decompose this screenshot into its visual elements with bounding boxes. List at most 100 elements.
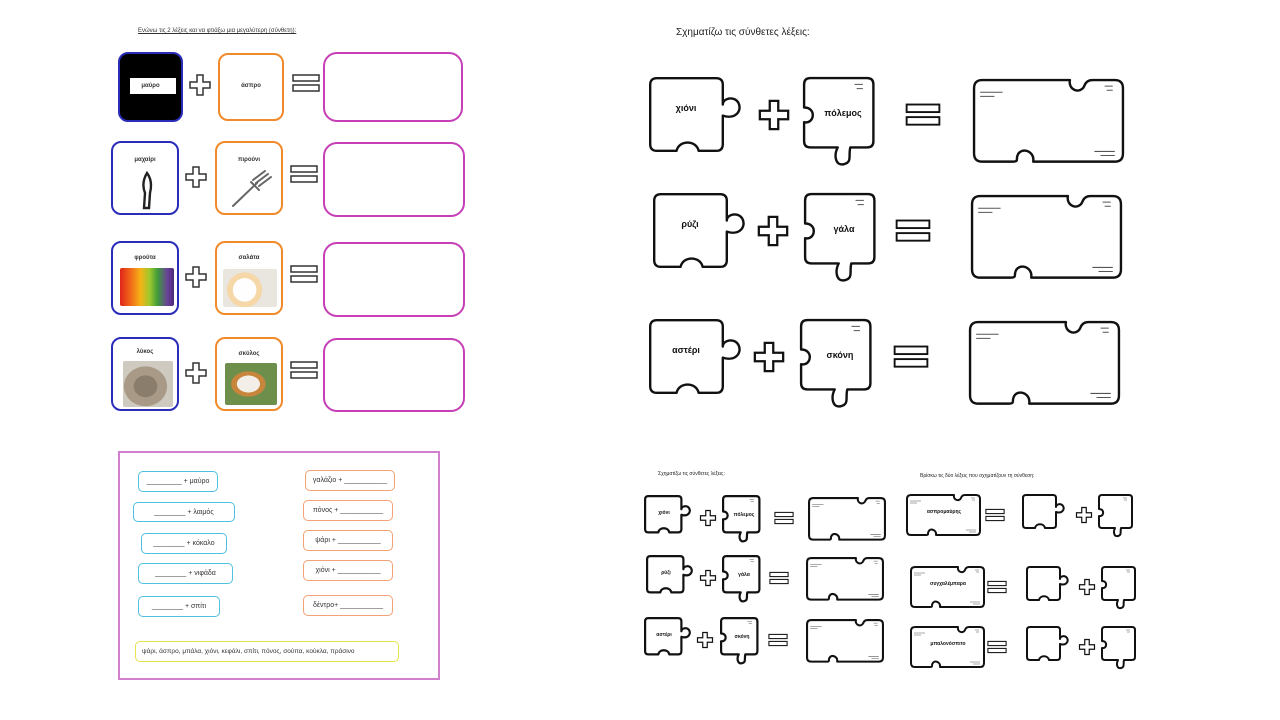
fill-left-5[interactable]: ________ + σπίτι xyxy=(138,596,220,617)
small-puzzle-right-2 xyxy=(722,555,761,603)
plus-icon xyxy=(1078,638,1096,656)
slide4-heading-left: Σχηματίζω τις σύνθετες λέξεις: xyxy=(658,471,725,477)
card-left-1: μαύρο xyxy=(118,52,183,122)
puzzle-right-1 xyxy=(802,76,875,166)
fruit-rainbow-image xyxy=(120,268,174,306)
card-left-4: λύκος xyxy=(111,337,179,411)
puzzle-right-3 xyxy=(799,318,872,408)
equals-icon xyxy=(768,633,788,647)
small-compound-word-3: μπαλονόσπιτο xyxy=(930,641,966,647)
plus-icon xyxy=(185,166,207,188)
fruit-salad-image xyxy=(223,269,277,307)
small-compound-3[interactable] xyxy=(910,626,985,668)
plus-icon xyxy=(758,99,790,131)
plus-icon xyxy=(1075,506,1093,524)
small-puzzle-left-word-2: ρύζι xyxy=(661,570,671,576)
puzzle-left-2 xyxy=(652,192,745,269)
word-bank: ψάρι, άσπρο, μπάλα, χιόνι, κεφάλι, σπίτι… xyxy=(135,641,399,662)
fill-right-4[interactable]: χιόνι + ___________ xyxy=(303,560,393,581)
fill-left-1[interactable]: _________ + μαύρο xyxy=(138,471,218,492)
small-puzzle-left-word-3: αστέρι xyxy=(656,632,672,638)
fill-right-5[interactable]: δέντρο+ ___________ xyxy=(303,595,393,616)
word-right-4: σκύλος xyxy=(238,351,260,357)
small-puzzle-right-3 xyxy=(720,617,759,665)
small-split-right-2 xyxy=(1101,566,1136,610)
small-puzzle-answer-3[interactable] xyxy=(806,619,884,663)
word-left-4: λύκος xyxy=(136,349,154,355)
equals-icon xyxy=(987,580,1007,594)
plus-icon xyxy=(699,569,717,587)
card-right-1: άσπρο xyxy=(218,53,284,121)
slide2-heading: Σχηματίζω τις σύνθετες λέξεις: xyxy=(676,27,810,38)
word-left-2: μαχαίρι xyxy=(134,157,156,163)
small-compound-word-2: συγχαλέμπαρα xyxy=(930,581,966,587)
slide4-heading-right: Βρίσκω τις δύο λέξεις που σχηματίζουν τη… xyxy=(920,473,1035,479)
plus-icon xyxy=(696,631,714,649)
equals-icon xyxy=(290,165,318,183)
slide1-title: Ενώνω τις 2 λέξεις και να φτιάξω μια μεγ… xyxy=(138,28,297,34)
small-puzzle-right-word-3: σκόνη xyxy=(734,634,750,640)
small-compound-1[interactable] xyxy=(906,494,981,536)
fill-right-2[interactable]: πόνος + ___________ xyxy=(303,500,393,521)
small-puzzle-right-word-2: γάλα xyxy=(738,572,750,578)
small-puzzle-right-word-1: πόλεμος xyxy=(733,512,755,518)
fill-left-4[interactable]: ________ + νιφάδα xyxy=(138,563,233,584)
knife-icon xyxy=(142,171,153,210)
small-puzzle-answer-2[interactable] xyxy=(806,557,884,601)
equals-icon xyxy=(292,74,320,92)
plus-icon xyxy=(1078,578,1096,596)
plus-icon xyxy=(699,509,717,527)
answer-box-2[interactable] xyxy=(323,142,465,217)
puzzle-left-word-1: χιόνι xyxy=(675,103,697,113)
word-left-3: φρούτα xyxy=(134,255,156,261)
equals-icon xyxy=(895,219,931,242)
plus-icon xyxy=(757,215,789,247)
small-puzzle-right-1 xyxy=(722,495,761,543)
answer-box-3[interactable] xyxy=(323,242,465,317)
label-box xyxy=(130,78,176,94)
fill-left-3[interactable]: ________ + κόκαλο xyxy=(141,533,227,554)
fill-right-3[interactable]: ψάρι + ___________ xyxy=(303,530,393,551)
small-puzzle-answer-1[interactable] xyxy=(808,497,886,541)
answer-box-1[interactable] xyxy=(323,52,463,122)
word-right-3: σαλάτα xyxy=(238,255,260,261)
small-compound-word-1: ασπρομαύρης xyxy=(926,509,962,515)
equals-icon xyxy=(290,265,318,283)
wolf-image xyxy=(123,361,173,407)
small-puzzle-left-2 xyxy=(646,555,693,594)
small-puzzle-left-3 xyxy=(644,617,691,656)
puzzle-right-2 xyxy=(803,192,876,282)
fork-icon xyxy=(232,170,272,207)
card-left-2: μαχαίρι xyxy=(111,141,179,215)
small-split-right-1 xyxy=(1098,494,1133,538)
slide-3-frame xyxy=(118,451,440,680)
plus-icon xyxy=(189,74,211,96)
equals-icon xyxy=(985,508,1005,522)
equals-icon xyxy=(905,103,941,126)
plus-icon xyxy=(185,266,207,288)
puzzle-left-1 xyxy=(648,76,741,153)
puzzle-right-word-2: γάλα xyxy=(833,224,855,234)
fill-right-1[interactable]: γαλάζιο + ___________ xyxy=(305,470,395,491)
puzzle-answer-2[interactable] xyxy=(970,194,1123,280)
equals-icon xyxy=(290,361,318,379)
small-split-left-3 xyxy=(1026,626,1069,661)
card-left-3: φρούτα xyxy=(111,241,179,315)
puzzle-left-3 xyxy=(648,318,741,395)
plus-icon xyxy=(185,362,207,384)
plus-icon xyxy=(753,341,785,373)
small-puzzle-left-1 xyxy=(644,495,691,534)
dog-image xyxy=(225,363,277,405)
puzzle-answer-3[interactable] xyxy=(968,320,1121,406)
fill-left-2[interactable]: ________ + λαιμός xyxy=(133,502,235,522)
card-right-3: σαλάτα xyxy=(215,241,283,315)
word-left-1: μαύρο xyxy=(141,83,160,89)
small-split-left-1 xyxy=(1022,494,1065,529)
equals-icon xyxy=(987,640,1007,654)
small-compound-2[interactable] xyxy=(910,566,985,608)
small-split-right-3 xyxy=(1101,626,1136,670)
puzzle-answer-1[interactable] xyxy=(972,78,1125,164)
answer-box-4[interactable] xyxy=(323,338,465,412)
puzzle-left-word-3: αστέρι xyxy=(672,345,700,355)
card-right-2: πιρούνι xyxy=(215,141,283,215)
